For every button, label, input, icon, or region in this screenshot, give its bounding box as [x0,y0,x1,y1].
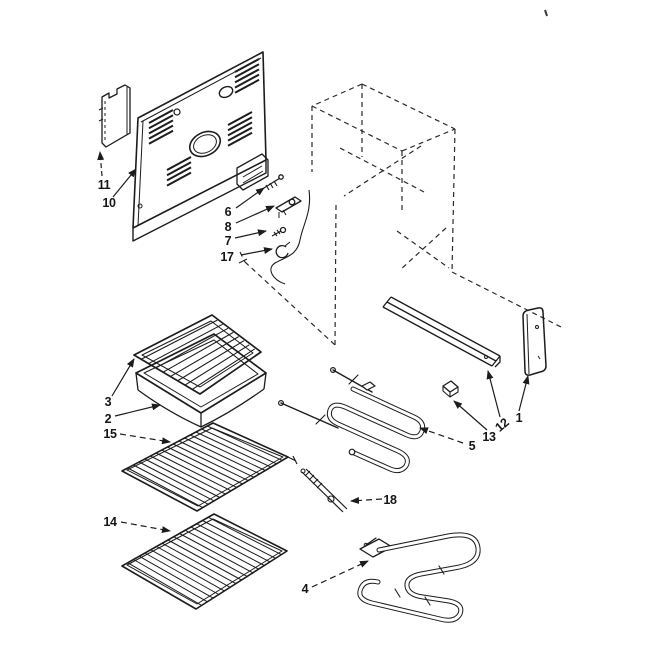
leader-lines [97,151,530,587]
callout-13: 13 [482,430,496,444]
callout-8: 8 [224,220,232,234]
callout-6: 6 [224,205,232,219]
callout-5: 5 [468,439,476,453]
oven-rack-upper [122,423,297,511]
support-clip [443,381,458,397]
callout-2: 2 [104,412,112,426]
back-panel-side-bracket [99,85,130,147]
callout-11: 11 [97,178,111,192]
callout-15: 15 [103,427,117,441]
callout-4: 4 [301,582,309,596]
callout-1: 1 [515,411,523,425]
rear-panel [133,52,266,241]
stray-mark [545,10,547,16]
broil-element [279,368,423,471]
side-trim-panel [523,308,546,375]
callout-14: 14 [103,515,117,529]
oven-rack-lower [122,514,287,609]
mounting-bracket [237,154,268,190]
broiler-pan [136,334,266,427]
callout-10: 10 [102,196,116,210]
callout-18: 18 [383,493,397,507]
oven-sensor [301,469,347,512]
side-rail [383,297,500,367]
oven-cavity-frame [239,84,563,345]
small-hardware-parts [264,175,310,284]
callout-3: 3 [104,395,112,409]
callout-17: 17 [220,250,234,264]
callout-7: 7 [224,234,232,248]
bake-element [360,535,478,620]
